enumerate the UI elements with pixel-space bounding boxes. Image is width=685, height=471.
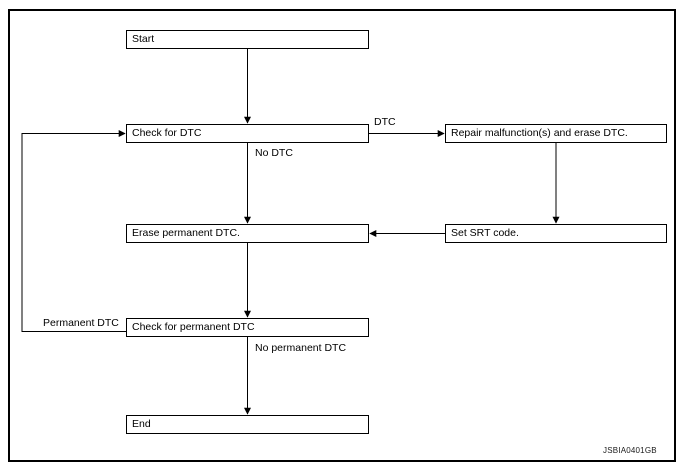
node-check-for-dtc-label: Check for DTC (132, 127, 202, 140)
node-check-for-permanent-dtc[interactable]: Check for permanent DTC (126, 318, 369, 337)
node-check-for-permanent-dtc-label: Check for permanent DTC (132, 321, 255, 334)
node-set-srt-code[interactable]: Set SRT code. (445, 224, 667, 243)
node-start-label: Start (132, 33, 155, 46)
connector-check-permanent-to-check-dtc-feedback (21, 130, 126, 332)
edge-label-no-permanent-dtc: No permanent DTC (253, 342, 349, 354)
edge-label-no-dtc: No DTC (253, 147, 295, 159)
node-check-for-dtc[interactable]: Check for DTC (126, 124, 369, 143)
node-end-label: End (132, 418, 151, 431)
edge-label-permanent-dtc: Permanent DTC (41, 317, 121, 329)
node-repair-malfunctions[interactable]: Repair malfunction(s) and erase DTC. (445, 124, 667, 143)
node-start[interactable]: Start (126, 30, 369, 49)
figure-code: JSBIA0401GB (603, 446, 657, 455)
node-erase-permanent-dtc-label: Erase permanent DTC. (132, 227, 240, 240)
node-end[interactable]: End (126, 415, 369, 434)
node-set-srt-code-label: Set SRT code. (451, 227, 519, 240)
node-erase-permanent-dtc[interactable]: Erase permanent DTC. (126, 224, 369, 243)
edge-label-dtc: DTC (372, 116, 398, 128)
node-repair-malfunctions-label: Repair malfunction(s) and erase DTC. (451, 127, 628, 140)
